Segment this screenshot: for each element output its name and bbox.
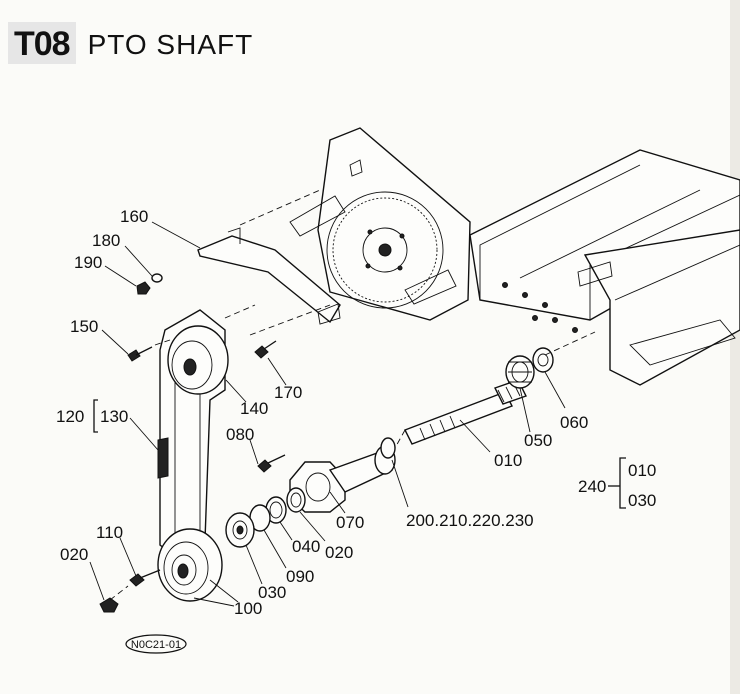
- drawing-ref-tag: N0C21-01: [125, 634, 187, 654]
- lower-pulley-100: [157, 528, 223, 602]
- callout-050: 050: [524, 431, 552, 450]
- callout-200-230: 200.210.220.230: [406, 511, 534, 530]
- bracket-240: [608, 457, 626, 509]
- callout-120: 120: [56, 407, 84, 426]
- gear-housing-plate: [289, 127, 471, 321]
- flange-070: [289, 445, 396, 513]
- bolt-170: [254, 340, 277, 359]
- section-code: T08: [8, 22, 76, 64]
- bolt-080: [257, 454, 286, 473]
- leader-lines: [89, 221, 566, 607]
- bolt-110: [129, 569, 161, 587]
- callout-130: 130: [100, 407, 128, 426]
- bracket-160: [197, 227, 341, 325]
- page-header: T08 PTO SHAFT: [8, 18, 253, 64]
- callout-190: 190: [74, 253, 102, 272]
- drawing-ref-text: N0C21-01: [131, 639, 181, 651]
- callout-070: 070: [336, 513, 364, 532]
- callout-170: 170: [274, 383, 302, 402]
- assembly-number: 240: [578, 477, 606, 496]
- section-title: PTO SHAFT: [87, 29, 254, 60]
- circlip-040: [265, 496, 287, 524]
- bearing-050: [505, 355, 535, 389]
- assembly-item-2: 030: [628, 491, 656, 510]
- callout-090: 090: [286, 567, 314, 586]
- callout-060: 060: [560, 413, 588, 432]
- collar-060: [532, 347, 554, 373]
- bolt-150: [127, 346, 153, 362]
- nut-190: [136, 281, 151, 295]
- callout-180: 180: [92, 231, 120, 250]
- callout-150: 150: [70, 317, 98, 336]
- callout-040: 040: [292, 537, 320, 556]
- callout-140: 140: [240, 399, 268, 418]
- hub-030: [225, 512, 255, 548]
- upper-pulley: [167, 325, 229, 395]
- assembly-item-1: 010: [628, 461, 656, 480]
- callout-100: 100: [234, 599, 262, 618]
- callout-010: 010: [494, 451, 522, 470]
- assembly-axis-lines: [109, 189, 596, 601]
- callout-030: 030: [258, 583, 286, 602]
- nut-020-lower: [99, 597, 119, 613]
- callout-160: 160: [120, 207, 148, 226]
- belt-marker-130: [157, 437, 169, 479]
- callout-020-seal: 020: [325, 543, 353, 562]
- pto-shaft-010: [404, 379, 527, 445]
- tractor-frame: [469, 149, 740, 386]
- callout-020-nut: 020: [60, 545, 88, 564]
- washer-180: [151, 273, 163, 283]
- callout-110: 110: [96, 523, 123, 542]
- page-edge: [730, 0, 740, 694]
- oil-seal-020: [286, 487, 306, 513]
- bracket-120: [93, 399, 98, 433]
- callout-080: 080: [226, 425, 254, 444]
- snap-ring-200: [380, 437, 396, 459]
